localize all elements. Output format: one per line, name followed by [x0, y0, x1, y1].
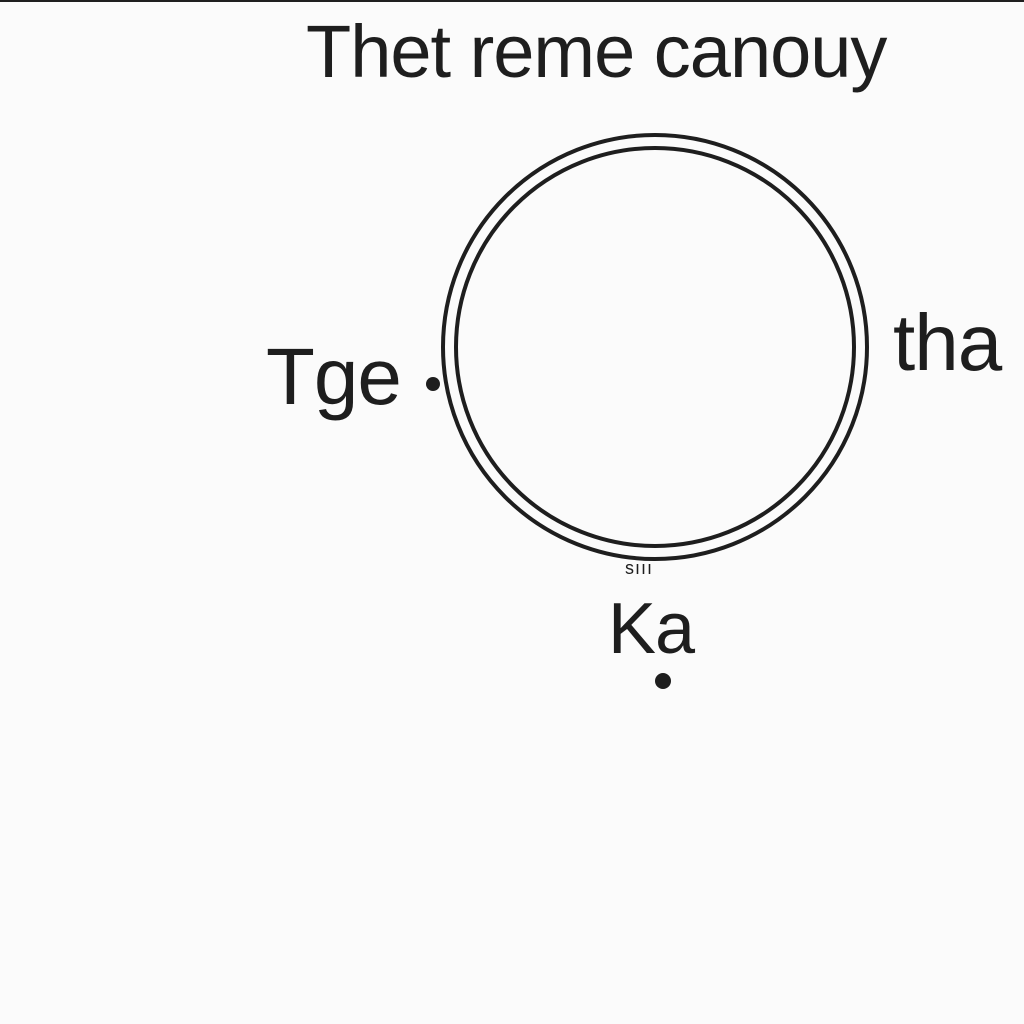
bottom-point-label: Ka — [608, 589, 695, 669]
right-ring-label: tha — [893, 298, 1002, 387]
diagram-title: Thet reme canouy — [306, 10, 887, 93]
small-bottom-label: sııı — [625, 558, 654, 578]
left-point — [426, 377, 440, 391]
left-point-label: Tge — [266, 332, 402, 421]
top-border-line — [0, 0, 1024, 2]
outer-ring — [441, 133, 869, 561]
bottom-point — [655, 673, 671, 689]
inner-ring — [454, 146, 856, 548]
